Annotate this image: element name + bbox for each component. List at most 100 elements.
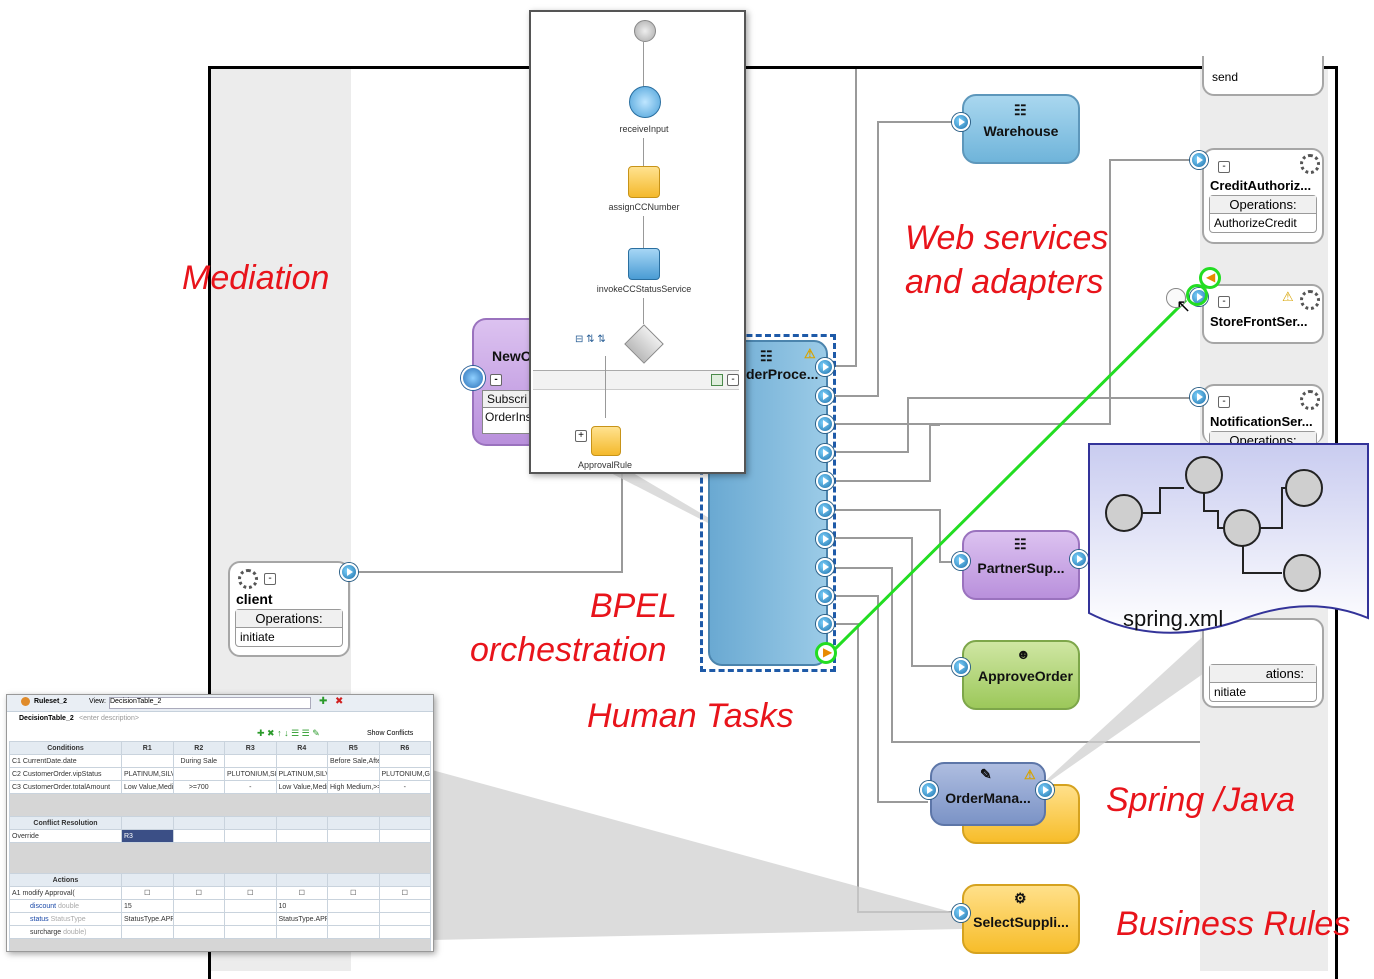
table-row[interactable]: C1 CurrentDate.date During Sale Before S… [9,754,431,768]
step-invoke-cc-status-service[interactable]: invokeCCStatusService [596,284,692,294]
bpel-ref-port-3[interactable] [816,415,834,433]
credit-authorization-service[interactable]: - CreditAuthoriz... Operations: Authoriz… [1202,148,1324,244]
cell[interactable] [327,767,380,781]
bpel-ref-port-5[interactable] [816,472,834,490]
operation-initiate[interactable]: nitiate [1214,685,1247,699]
table-row[interactable]: status StatusType StatusType.APP... Stat… [9,912,431,926]
partner-supplier-component[interactable]: ☷ PartnerSup... [962,530,1080,600]
step-receive-input[interactable]: receiveInput [619,124,669,134]
expand-icon[interactable]: + [575,430,587,442]
warehouse-port[interactable] [952,113,970,131]
cell[interactable]: PLATINUM,SILVER [121,767,174,781]
client-port[interactable] [340,563,358,581]
cell[interactable]: StatusType.APP... [121,912,174,926]
table-row[interactable]: C3 CustomerOrder.totalAmount Low Value,M… [9,780,431,794]
client-service[interactable]: - client Operations: initiate [228,561,350,657]
checkbox-cell[interactable]: ☐ [275,886,328,900]
cell[interactable] [224,754,277,768]
bpel-ref-port-4[interactable] [816,444,834,462]
table-row[interactable]: surcharge double) [9,925,431,939]
cell[interactable] [121,754,174,768]
step-approval-rule[interactable]: ApprovalRule [577,460,633,470]
select-supplier-component[interactable]: ⚙ SelectSuppli... [962,884,1080,954]
delete-icon[interactable]: ✖ [335,696,344,707]
cell[interactable]: High Medium,>=... [327,780,380,794]
warehouse-component[interactable]: ☷ Warehouse [962,94,1080,164]
cell[interactable]: - [224,780,277,794]
add-icon[interactable]: ✚ [319,696,328,707]
collapse-icon[interactable]: - [727,374,739,386]
cell[interactable]: Low Value,Medium [275,780,328,794]
cell[interactable]: Before Sale,After Sale [327,754,380,768]
cell[interactable]: >=700 [172,780,225,794]
callback-port-highlight[interactable]: ◀ [1199,267,1221,289]
cell[interactable]: - [378,780,431,794]
rules-toolbar-icons[interactable]: ✚ ✖ ↑ ↓ ☰ ☰ ✎ [257,728,320,738]
spacer-row [9,842,431,874]
bpel-ref-port-9[interactable] [816,587,834,605]
bpel-ref-port-6[interactable] [816,501,834,519]
checkbox-cell[interactable]: ☐ [172,886,225,900]
cell[interactable]: Low Value,Mediu... [121,780,174,794]
partner-supplier-in-port[interactable] [952,552,970,570]
view-select[interactable]: DecisionTable_2 [109,697,311,709]
order-manager-in-port[interactable] [920,781,938,799]
bpel-ref-port-1[interactable] [816,358,834,376]
credit-authorization-port[interactable] [1190,151,1208,169]
step-assign-cc-number[interactable]: assignCCNumber [608,202,680,212]
event-icon[interactable] [461,366,485,390]
collapse-icon[interactable]: - [264,573,276,585]
cell[interactable]: PLUTONIUM,SILV... [224,767,277,781]
operation-initiate[interactable]: initiate [240,630,275,644]
operations-header: Operations: [236,610,342,628]
select-supplier-port[interactable] [952,904,970,922]
bpel-ref-port-2[interactable] [816,387,834,405]
cell[interactable] [275,754,328,768]
cell[interactable]: PLUTONIUM,GOL... [378,767,431,781]
bpel-ref-port-7[interactable] [816,530,834,548]
approve-order-component[interactable]: ☻ ApproveOrder [962,640,1080,710]
approve-order-port[interactable] [952,658,970,676]
checkbox-cell[interactable]: ☐ [378,886,431,900]
bpel-ref-port-8[interactable] [816,558,834,576]
col-r4: R4 [275,741,328,755]
cell[interactable]: StatusType.APP... [275,912,328,926]
collapse-icon[interactable]: - [1218,296,1230,308]
order-manager-out-port[interactable] [1036,781,1054,799]
bpel-new-ref-port[interactable]: ▶ [815,642,837,664]
cell[interactable] [172,767,225,781]
table-description[interactable]: <enter description> [79,715,139,722]
notification-service[interactable]: - NotificationSer... Operations: [1202,384,1324,449]
switch-toolbar-icons[interactable]: ⊟ ⇅ ⇅ [575,334,606,345]
action-name: modify Approval( [22,889,75,897]
collapse-icon[interactable]: - [1218,396,1230,408]
table-row[interactable]: discount double 15 10 [9,899,431,913]
checkbox-cell[interactable]: ☐ [327,886,380,900]
order-manager-component[interactable]: ✎ ⚠ OrderMana... [930,762,1046,826]
show-conflicts-toggle[interactable]: Show Conflicts [367,730,414,737]
send-service-card[interactable]: send [1202,56,1324,96]
cell[interactable]: During Sale [172,754,225,768]
subscription-value[interactable]: OrderIns [485,410,532,424]
cell[interactable]: 10 [275,899,328,913]
bpel-ref-port-10[interactable] [816,615,834,633]
ruleset-tab[interactable]: Ruleset_2 [34,698,68,705]
table-row[interactable]: A1 modify Approval( ☐ ☐ ☐ ☐ ☐ ☐ [9,886,431,900]
partner-supplier-out-port[interactable] [1070,550,1088,568]
conflict-value[interactable]: R3 [121,829,174,843]
storefront-service[interactable]: - ⚠ StoreFrontSer... [1202,284,1324,344]
table-row[interactable]: C2 CustomerOrder.vipStatus PLATINUM,SILV… [9,767,431,781]
edit-icon[interactable] [711,374,723,386]
partial-service[interactable]: ations: nitiate [1202,618,1324,708]
table-row[interactable]: Override R3 [9,829,431,843]
collapse-icon[interactable]: - [1218,161,1230,173]
operation-authorize-credit[interactable]: AuthorizeCredit [1214,216,1297,230]
checkbox-cell[interactable]: ☐ [224,886,277,900]
cell[interactable]: PLATINUM,SILVER [275,767,328,781]
checkbox-cell[interactable]: ☐ [121,886,174,900]
cell[interactable] [378,754,431,768]
collapse-icon[interactable]: - [490,374,502,386]
drag-endpoint-icon[interactable] [1166,288,1186,308]
cell[interactable]: 15 [121,899,174,913]
notification-port[interactable] [1190,388,1208,406]
